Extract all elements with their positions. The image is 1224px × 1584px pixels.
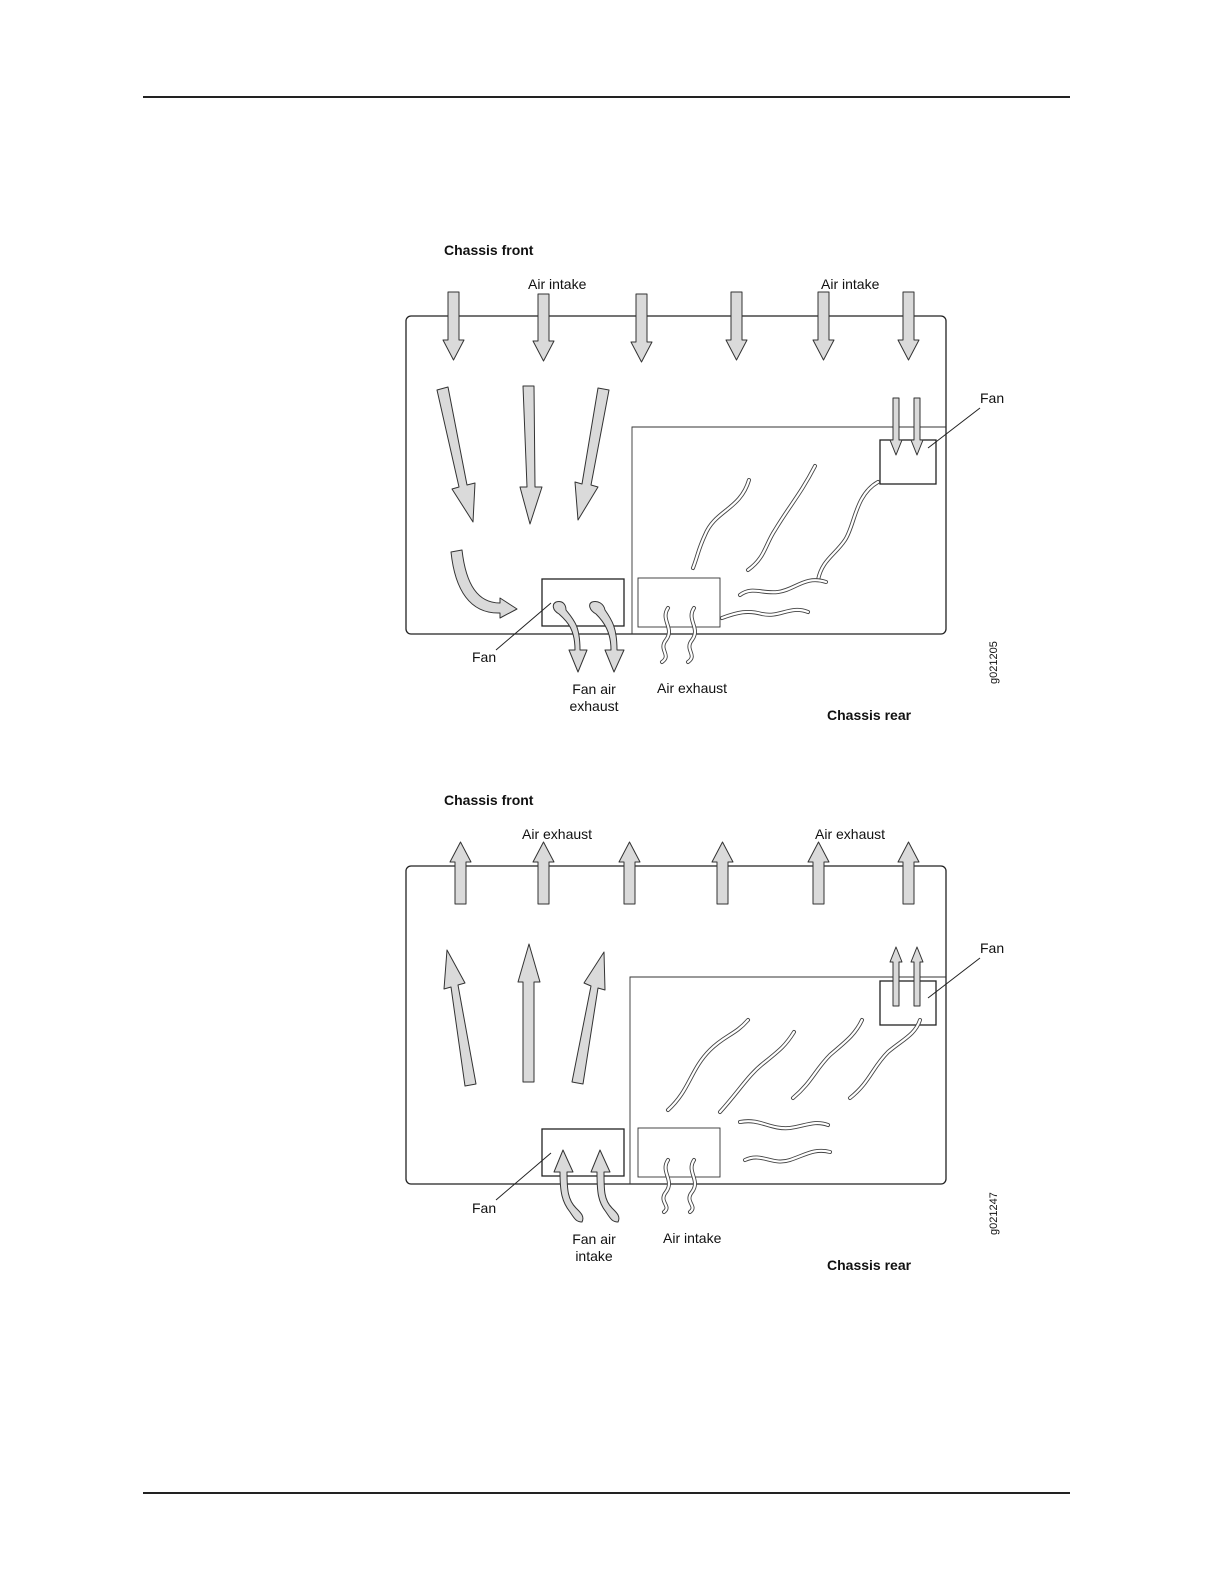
chassis-rear-label: Chassis rear	[827, 1257, 911, 1274]
fan-exhaust-arrows	[553, 601, 624, 672]
fan-left-label: Fan	[472, 649, 496, 666]
wavy-airflow	[662, 466, 878, 662]
top-intake-arrows	[443, 292, 919, 362]
diagram-1	[406, 292, 980, 672]
fan-air-line1: Fan air	[562, 681, 626, 698]
air-intake-label: Air intake	[663, 1230, 721, 1247]
fan-air-line2: intake	[562, 1248, 626, 1265]
figure-id-label: g021205	[988, 641, 1000, 684]
diagram-2	[406, 842, 980, 1222]
chassis-outline	[406, 316, 946, 634]
module-box	[638, 1128, 720, 1177]
air-intake-label-right: Air intake	[821, 276, 879, 293]
air-exhaust-label-right: Air exhaust	[815, 826, 885, 843]
wavy-airflow	[663, 1020, 920, 1212]
chassis-rear-label: Chassis rear	[827, 707, 911, 724]
chassis-front-label: Chassis front	[444, 792, 533, 809]
fan-right-label: Fan	[980, 390, 1004, 407]
fan-air-line1: Fan air	[562, 1231, 626, 1248]
interior-airflow-arrows	[444, 944, 605, 1086]
fan-air-exhaust-label: Fan air exhaust	[562, 681, 626, 715]
rear-compartment	[630, 977, 946, 1184]
interior-airflow-arrows	[437, 386, 609, 618]
fan-left-label: Fan	[472, 1200, 496, 1217]
fan-left-box	[542, 1129, 624, 1176]
fan-air-line2: exhaust	[562, 698, 626, 715]
fan-right-box	[880, 981, 936, 1025]
fan-intake-arrows	[554, 1150, 619, 1222]
chassis-outline	[406, 866, 946, 1184]
air-exhaust-label-left: Air exhaust	[522, 826, 592, 843]
fan-right-arrows	[890, 398, 923, 455]
chassis-front-label: Chassis front	[444, 242, 533, 259]
fan-right-box	[880, 440, 936, 484]
top-exhaust-arrows	[450, 842, 919, 904]
fan-left-box	[542, 579, 624, 626]
fan-right-leader	[928, 408, 980, 448]
air-intake-label-left: Air intake	[528, 276, 586, 293]
fan-right-label: Fan	[980, 940, 1004, 957]
fan-air-intake-label: Fan air intake	[562, 1231, 626, 1265]
module-box	[638, 578, 720, 627]
figure-id-label: g021247	[988, 1192, 1000, 1235]
fan-right-leader	[928, 958, 980, 998]
air-exhaust-label: Air exhaust	[657, 680, 727, 697]
fan-right-arrows	[890, 947, 923, 1006]
rear-compartment	[632, 427, 946, 634]
